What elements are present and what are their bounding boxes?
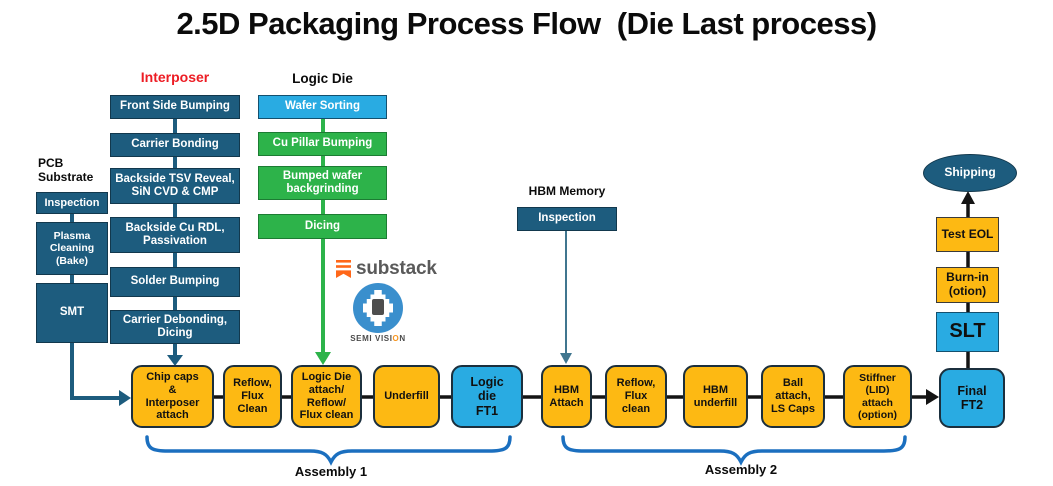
semi-vision-icon bbox=[353, 283, 403, 333]
step-bumped-wafer-backgrinding: Bumped wafer backgrinding bbox=[258, 166, 387, 200]
step-final-ft2: Final FT2 bbox=[939, 368, 1005, 428]
step-slt: SLT bbox=[936, 312, 999, 352]
substack-wordmark: substack bbox=[356, 257, 437, 279]
semi-vision-label-part2: N bbox=[399, 334, 406, 343]
step-plasma-cleaning-bake: Plasma Cleaning (Bake) bbox=[36, 222, 108, 275]
assembly-1-label: Assembly 1 bbox=[294, 464, 368, 479]
step-carrier-debonding-dicing: Carrier Debonding, Dicing bbox=[110, 310, 240, 344]
page-title: 2.5D Packaging Process Flow (Die Last pr… bbox=[176, 6, 877, 41]
step-hbm-underfill: HBM underfill bbox=[683, 365, 748, 428]
logic-die-connectors bbox=[315, 118, 331, 365]
shipping-terminator: Shipping bbox=[923, 154, 1017, 192]
semi-vision-inner-square bbox=[372, 299, 384, 315]
step-front-side-bumping: Front Side Bumping bbox=[110, 95, 240, 119]
step-chip-caps-interposer-attach: Chip caps & Interposer attach bbox=[131, 365, 214, 428]
test-column-connectors bbox=[961, 191, 975, 369]
step-pcb-inspection: Inspection bbox=[36, 192, 108, 214]
step-test-eol: Test EOL bbox=[936, 217, 999, 252]
interposer-header: Interposer bbox=[140, 69, 210, 85]
pcb-substrate-header: PCB Substrate bbox=[38, 156, 94, 185]
step-underfill: Underfill bbox=[373, 365, 440, 428]
step-smt: SMT bbox=[36, 283, 108, 343]
interposer-connectors bbox=[167, 118, 183, 366]
substack-icon bbox=[336, 259, 351, 278]
semi-vision-label-o: O bbox=[392, 334, 400, 343]
hbm-connector bbox=[560, 231, 572, 364]
assembly-2-label: Assembly 2 bbox=[704, 462, 778, 477]
pcb-connectors bbox=[70, 213, 131, 406]
step-backside-cu-rdl: Backside Cu RDL, Passivation bbox=[110, 217, 240, 253]
step-carrier-bonding: Carrier Bonding bbox=[110, 133, 240, 157]
hbm-memory-header: HBM Memory bbox=[528, 184, 606, 198]
step-stiffner-lid-attach: Stiffner (LID) attach (option) bbox=[843, 365, 912, 428]
step-hbm-inspection: Inspection bbox=[517, 207, 617, 231]
step-logic-die-ft1: Logic die FT1 bbox=[451, 365, 523, 428]
step-wafer-sorting: Wafer Sorting bbox=[258, 95, 387, 119]
assembly-row-connectors bbox=[213, 389, 939, 405]
step-ball-attach-ls-caps: Ball attach, LS Caps bbox=[761, 365, 825, 428]
semi-vision-label: SEMI VISION bbox=[338, 334, 418, 343]
semi-vision-label-part1: SEMI VISI bbox=[350, 334, 393, 343]
brace-assembly-2 bbox=[561, 435, 907, 466]
assembly-braces bbox=[145, 435, 907, 466]
brace-assembly-1 bbox=[145, 435, 512, 466]
step-cu-pillar-bumping: Cu Pillar Bumping bbox=[258, 132, 387, 156]
substack-logo: substack bbox=[336, 257, 437, 280]
step-burn-in: Burn-in (otion) bbox=[936, 267, 999, 303]
step-reflow-flux-clean-1: Reflow, Flux Clean bbox=[223, 365, 282, 428]
step-reflow-flux-clean-2: Reflow, Flux clean bbox=[605, 365, 667, 428]
step-backside-tsv-reveal: Backside TSV Reveal, SiN CVD & CMP bbox=[110, 168, 240, 204]
step-dicing: Dicing bbox=[258, 214, 387, 239]
logic-die-header: Logic Die bbox=[292, 71, 353, 86]
step-hbm-attach: HBM Attach bbox=[541, 365, 592, 428]
step-logic-die-attach-reflow: Logic Die attach/ Reflow/ Flux clean bbox=[291, 365, 362, 428]
step-solder-bumping: Solder Bumping bbox=[110, 267, 240, 297]
